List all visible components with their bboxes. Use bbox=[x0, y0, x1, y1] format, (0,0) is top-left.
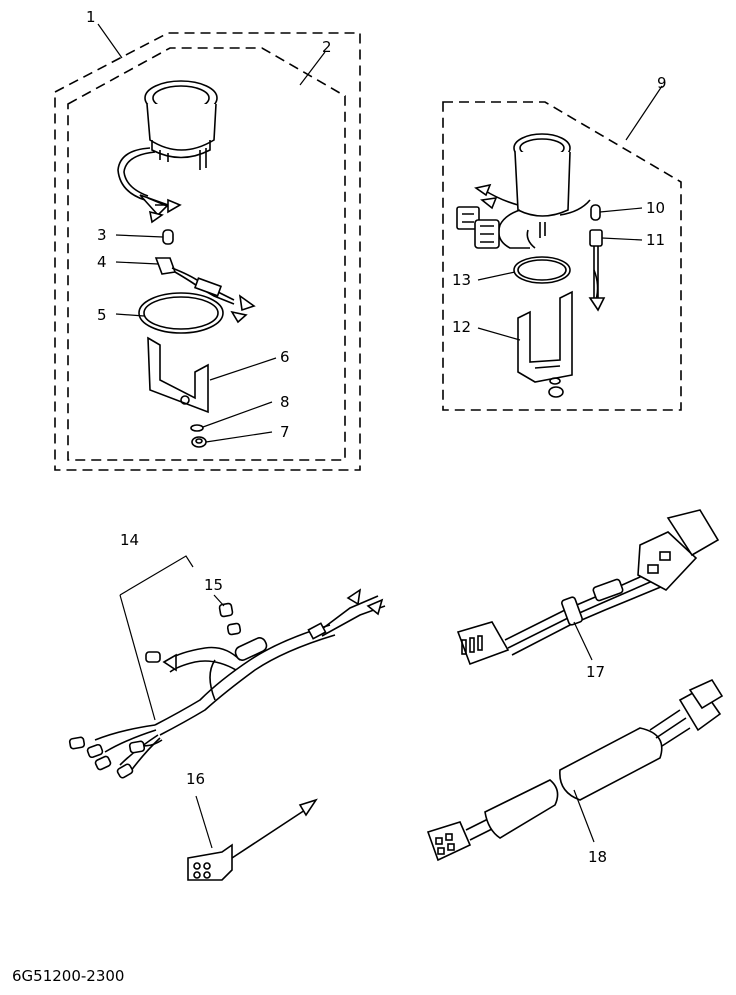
assembly-2-border bbox=[67, 47, 346, 461]
label-10: 10 bbox=[646, 199, 665, 217]
leaders-14-15 bbox=[119, 555, 225, 721]
part-6-bracket bbox=[147, 336, 209, 414]
assembly-9-border bbox=[442, 101, 682, 411]
label-12: 12 bbox=[452, 318, 471, 336]
label-6: 6 bbox=[280, 348, 290, 366]
label-1: 1 bbox=[86, 8, 96, 26]
part-5-ring bbox=[138, 292, 224, 334]
part-8-washer bbox=[190, 424, 204, 432]
assembly-1-border bbox=[54, 32, 361, 471]
label-15: 15 bbox=[204, 576, 223, 594]
label-11: 11 bbox=[646, 231, 665, 249]
part-17-harness bbox=[456, 509, 720, 666]
label-9: 9 bbox=[657, 74, 667, 92]
label-18: 18 bbox=[588, 848, 607, 866]
gauge-meter-left bbox=[117, 80, 218, 224]
labels: 1 2 3 4 5 6 8 7 9 10 11 13 12 14 15 16 1… bbox=[12, 8, 667, 985]
part-14-harness bbox=[68, 588, 386, 779]
label-13: 13 bbox=[452, 271, 471, 289]
part-15-fuse bbox=[218, 602, 242, 636]
label-17: 17 bbox=[586, 663, 605, 681]
label-7: 7 bbox=[280, 423, 290, 441]
part-11-socket bbox=[588, 229, 606, 312]
label-4: 4 bbox=[97, 253, 107, 271]
part-13-ring bbox=[513, 256, 571, 284]
label-5: 5 bbox=[97, 306, 107, 324]
part-12-bracket bbox=[517, 290, 573, 383]
label-3: 3 bbox=[97, 226, 107, 244]
part-10-bulb bbox=[590, 204, 601, 221]
label-2: 2 bbox=[322, 38, 332, 56]
part-3-bulb bbox=[162, 229, 174, 245]
part-code: 6G51200-2300 bbox=[12, 967, 124, 985]
label-8: 8 bbox=[280, 393, 290, 411]
leaders-left bbox=[97, 23, 326, 443]
label-14: 14 bbox=[120, 531, 139, 549]
part-4-socket bbox=[154, 257, 256, 324]
gauge-meter-right bbox=[456, 133, 591, 249]
leaders-right bbox=[477, 85, 663, 341]
part-18-harness bbox=[426, 678, 724, 862]
label-16: 16 bbox=[186, 770, 205, 788]
part-16-connector bbox=[187, 795, 318, 881]
part-12-nut bbox=[548, 377, 564, 398]
part-7-nut bbox=[191, 436, 207, 448]
